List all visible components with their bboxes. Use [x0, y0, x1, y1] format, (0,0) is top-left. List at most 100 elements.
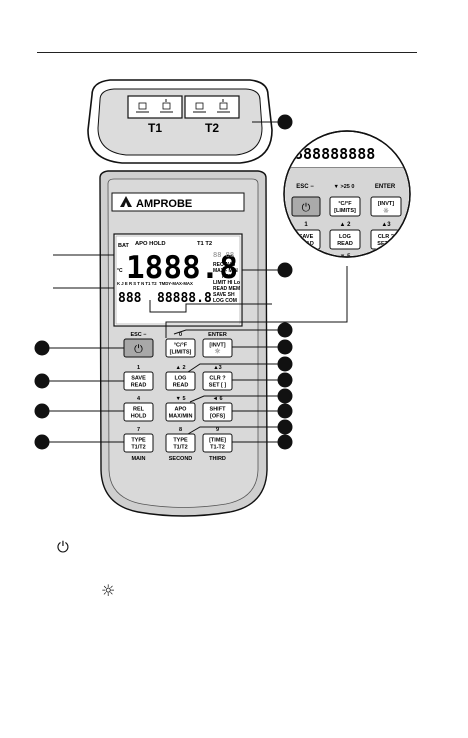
key-5-above-label: ▲ 2 — [175, 365, 185, 371]
zoom-power-icon: ⏻ — [302, 201, 311, 214]
key-11-below-label: SECOND — [169, 456, 193, 462]
key-9-line1: SHIFT — [210, 407, 227, 413]
zoom-lcd-fragment: 888888888 — [294, 145, 375, 163]
key-6-button[interactable] — [202, 371, 233, 391]
key-9-above-label: ◄ 6 — [212, 396, 222, 402]
key-9-button[interactable] — [202, 402, 233, 422]
lcd-max-min: MAX - MIN — [213, 268, 238, 274]
key-12-button[interactable] — [202, 433, 233, 453]
key-3-button[interactable] — [202, 338, 233, 358]
header-rule — [37, 52, 417, 53]
power-icon: ⏻ — [134, 343, 143, 356]
right-callouts — [149, 262, 348, 450]
callout-marker — [34, 434, 50, 450]
callout-marker — [34, 403, 50, 419]
callout-marker — [277, 114, 293, 130]
zoom-detail: 888888888 LOG ESC − ▼ >25 0 ENTER ⏻ °C/°… — [283, 130, 416, 260]
key-5-line1: LOG — [175, 376, 187, 382]
t1-label: T1 — [148, 121, 162, 135]
lcd-read-mem: READ MEM — [213, 286, 240, 292]
key-7-button[interactable] — [123, 402, 154, 422]
lcd-apo-hold: APO HOLD — [135, 241, 166, 247]
key-10-line2: T1/T2 — [131, 445, 145, 451]
callout-marker — [277, 262, 293, 278]
key-2[interactable]: 0°C/°F[LIMITS] — [165, 332, 196, 358]
t1-socket — [127, 95, 183, 119]
lcd-sec-digits: 888 — [118, 291, 142, 306]
t2-label: T2 — [205, 121, 219, 135]
key-1[interactable]: ESC − ⏻ — [123, 332, 154, 358]
key-1-above-label: ESC − — [130, 332, 146, 338]
zoom-n3: ▲3 — [381, 222, 391, 228]
key-5-line2: READ — [173, 383, 189, 389]
callout-marker — [277, 403, 293, 419]
zoom-esc-label: ESC − — [296, 184, 314, 190]
key-11-line2: T1/T2 — [173, 445, 187, 451]
key-3-line2: ☼ — [214, 348, 220, 356]
lcd-type-row: K J E R S T N T1 T2 — [117, 281, 157, 286]
key-10-button[interactable] — [123, 433, 154, 453]
key-7-above-label: 4 — [137, 396, 141, 402]
probe-connector: T1 T2 — [87, 79, 293, 164]
key-4-line1: SAVE — [131, 376, 146, 382]
lcd-main-digits: 1888.8 — [126, 250, 238, 286]
zoom-log-key[interactable] — [329, 229, 361, 250]
zoom-log-line2: READ — [337, 241, 353, 247]
lcd-log-com: LOG COM — [213, 298, 237, 304]
callout-marker — [277, 339, 293, 355]
callout-marker — [277, 419, 293, 435]
zoom-power-key[interactable] — [291, 196, 321, 217]
zoom-n2: ▲ 2 — [340, 222, 352, 228]
zoom-n1: 1 — [304, 222, 308, 228]
zoom-invt-line1: [INVT] — [378, 201, 394, 207]
key-8-button[interactable] — [165, 402, 196, 422]
key-6-above-label: ▲3 — [213, 365, 222, 371]
lcd-limit: LIMIT HI Lo — [213, 280, 240, 286]
key-4-line2: READ — [131, 383, 147, 389]
key-10-above-label: 7 — [137, 427, 140, 433]
zoom-mid-top: ▼ >25 0 — [334, 184, 355, 190]
lcd-t1t2: T1 T2 — [197, 241, 212, 247]
lcd-rec-avg: REC AVG — [213, 262, 235, 268]
key-3[interactable]: ENTER[INVT]☼ — [202, 332, 233, 358]
light-note-icon: ☼ — [101, 581, 116, 600]
zoom-down5: ▼ 5 — [340, 254, 352, 260]
zoom-cf-key[interactable] — [329, 196, 361, 217]
left-callouts — [34, 254, 124, 450]
key-10-below-label: MAIN — [131, 456, 145, 462]
zoom-log-line1: LOG — [339, 234, 351, 240]
key-2-line2: [LIMITS] — [170, 350, 192, 356]
callout-marker — [277, 372, 293, 388]
brand-logo-text: AMPROBE — [136, 198, 192, 210]
zoom-enter-label: ENTER — [375, 184, 396, 190]
key-2-line1: °C/°F — [174, 343, 188, 349]
zoom-save-line1: SAVE — [299, 234, 314, 240]
key-5-button[interactable] — [165, 371, 196, 391]
zoom-cf-line2: [LIMITS] — [334, 208, 356, 214]
zoom-log: LOG — [405, 157, 416, 163]
key-12-line1: [TIME] — [209, 438, 226, 444]
zoom-light-icon: ☼ — [383, 207, 389, 215]
key-7-line1: REL — [133, 407, 145, 413]
key-2-button[interactable] — [165, 338, 196, 358]
zoom-invt-key[interactable] — [370, 196, 402, 217]
callout-marker — [277, 434, 293, 450]
callout-marker — [34, 340, 50, 356]
key-7-line2: HOLD — [131, 414, 147, 420]
power-note-icon: ⏻ — [57, 538, 69, 556]
key-11-button[interactable] — [165, 433, 196, 453]
lcd-save: SAVE SH — [213, 292, 235, 298]
zoom-cf-line1: °C/°F — [338, 201, 352, 207]
brand-bar — [111, 192, 245, 212]
key-3-above-label: ENTER — [208, 332, 227, 338]
